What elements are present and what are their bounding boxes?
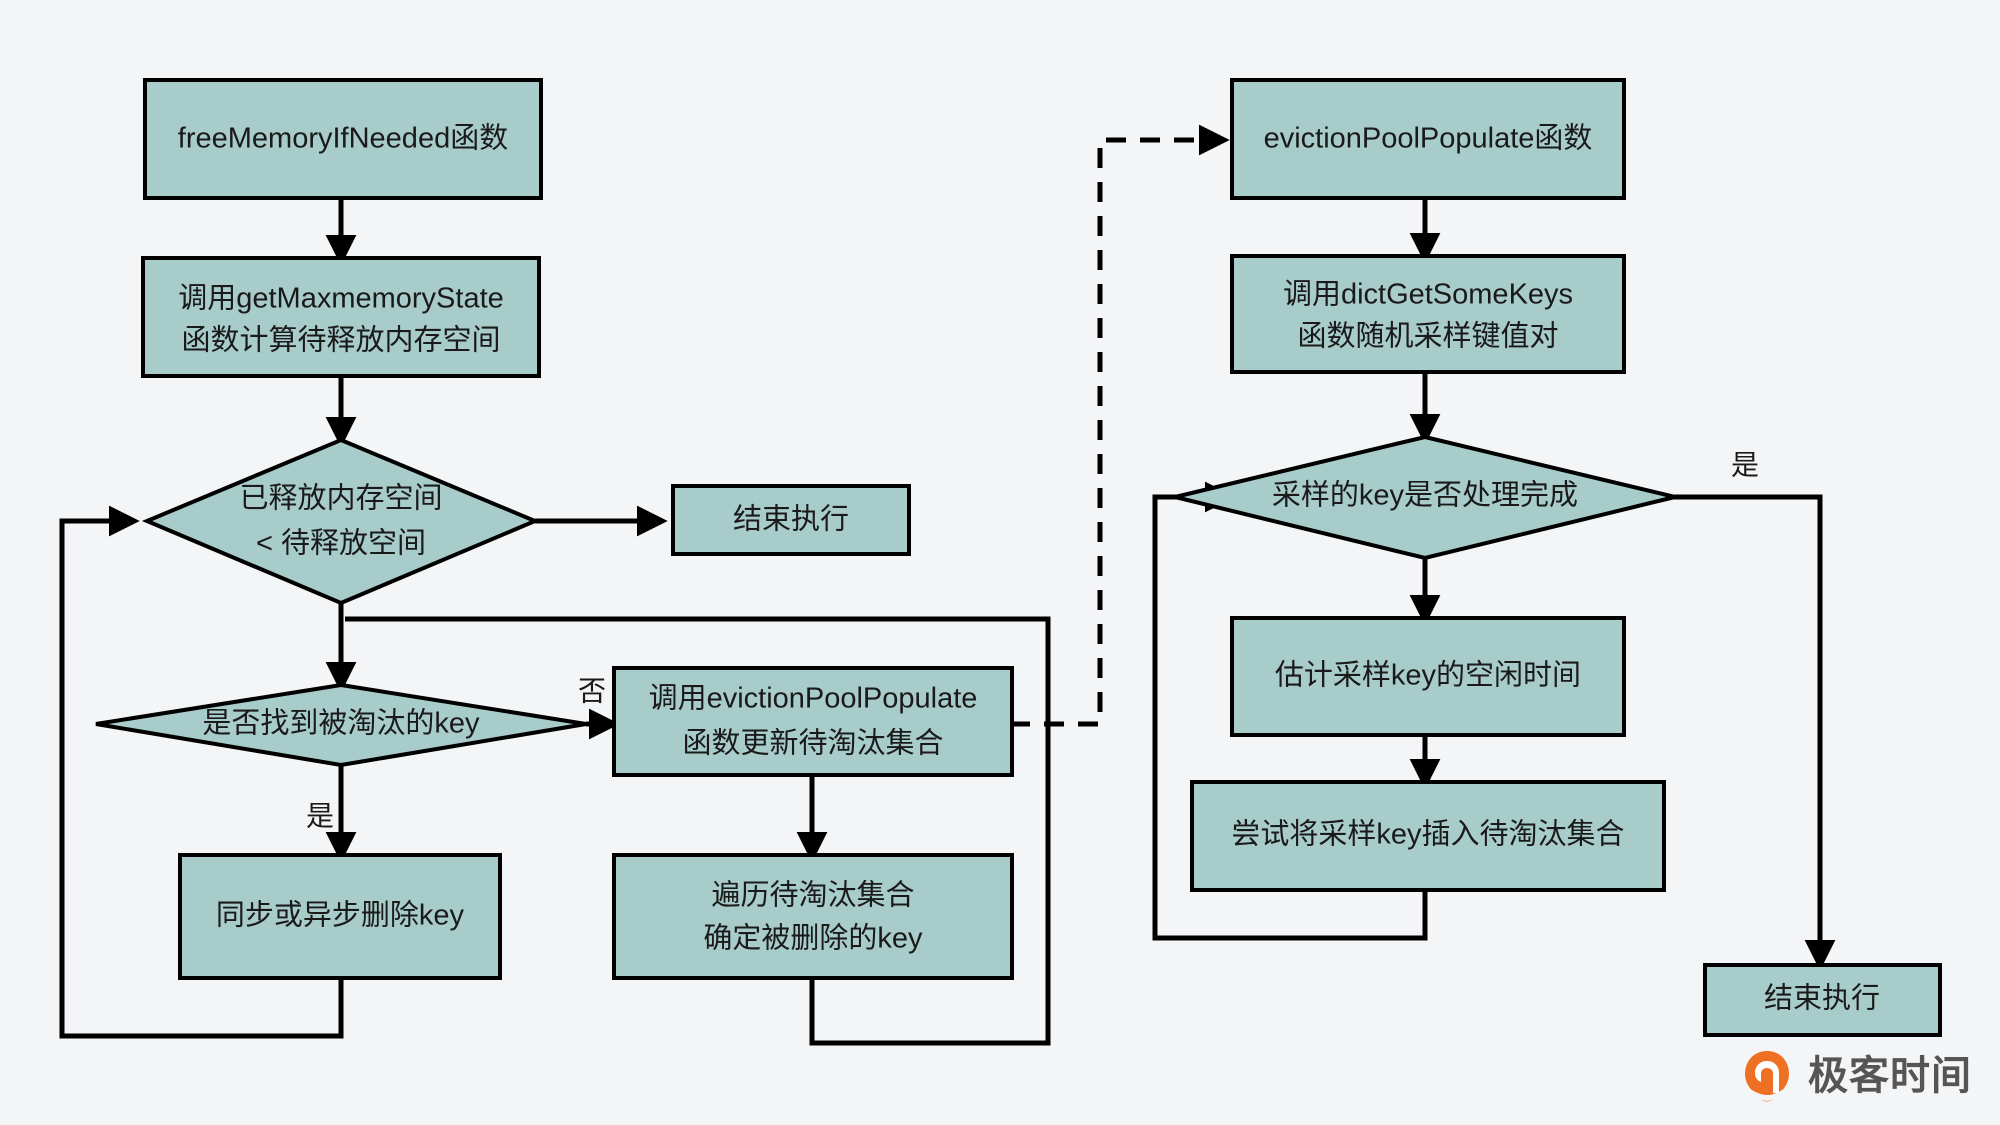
node-call-eviction-pool-populate-line2: 函数更新待淘汰集合 <box>682 727 943 760</box>
edge-label-d2-yes: 是 <box>306 800 334 831</box>
decision-released-line1: 已释放内存空间 <box>239 482 442 515</box>
node-insert-into-evict-pool[interactable]: 尝试将采样key插入待淘汰集合 <box>1190 780 1666 892</box>
node-end-execution-left-label: 结束执行 <box>733 503 849 536</box>
node-eviction-pool-populate-entry-label: evictionPoolPopulate函数 <box>1264 122 1593 155</box>
node-estimate-idle-time[interactable]: 估计采样key的空闲时间 <box>1230 616 1626 737</box>
node-free-memory-if-needed[interactable]: freeMemoryIfNeeded函数 <box>143 78 543 200</box>
node-dict-get-some-keys-line1: 调用dictGetSomeKeys <box>1283 279 1573 311</box>
edge-rd1-to-end <box>1625 494 1836 971</box>
edge-n6-loop-back <box>345 616 1051 1046</box>
decision-sampled-keys-done[interactable]: 采样的key是否处理完成 <box>1174 434 1676 561</box>
node-eviction-pool-populate-entry[interactable]: evictionPoolPopulate函数 <box>1230 78 1626 200</box>
node-traverse-evict-pool[interactable]: 遍历待淘汰集合 确定被删除的key <box>612 853 1014 980</box>
decision-sampled-keys-done-label: 采样的key是否处理完成 <box>1272 479 1578 512</box>
node-traverse-evict-pool-line2: 确定被删除的key <box>703 922 923 955</box>
node-delete-key-sync-async[interactable]: 同步或异步删除key <box>178 853 502 980</box>
edge-n5-loop-to-d1 <box>59 505 344 1039</box>
decision-released-line2: < 待释放空间 <box>256 527 426 560</box>
node-call-eviction-pool-populate[interactable]: 调用evictionPoolPopulate 函数更新待淘汰集合 <box>612 666 1014 777</box>
node-insert-into-evict-pool-label: 尝试将采样key插入待淘汰集合 <box>1231 818 1624 851</box>
node-dict-get-some-keys-line2: 函数随机采样键值对 <box>1297 320 1558 353</box>
node-dict-get-some-keys[interactable]: 调用dictGetSomeKeys 函数随机采样键值对 <box>1230 254 1626 374</box>
decision-found-evict-key-label: 是否找到被淘汰的key <box>202 707 480 740</box>
node-call-eviction-pool-populate-line1: 调用evictionPoolPopulate <box>649 683 978 715</box>
node-traverse-evict-pool-line1: 遍历待淘汰集合 <box>711 879 914 912</box>
node-end-execution-right[interactable]: 结束执行 <box>1703 963 1942 1037</box>
watermark-brand-text: 极客时间 <box>1808 1053 1972 1099</box>
decision-released-less-than-needed[interactable]: 已释放内存空间 < 待释放空间 <box>141 437 541 606</box>
node-end-execution-right-label: 结束执行 <box>1764 982 1880 1015</box>
edge-dashed-n4-to-r1 <box>1010 124 1230 727</box>
decision-found-evict-key[interactable]: 是否找到被淘汰的key <box>95 682 587 768</box>
node-free-memory-if-needed-label: freeMemoryIfNeeded函数 <box>178 122 508 155</box>
node-get-maxmemory-state[interactable]: 调用getMaxmemoryState 函数计算待释放内存空间 <box>141 256 541 378</box>
watermark-logo: 极客时间 <box>1740 1049 1972 1103</box>
edge-label-rd1-yes: 是 <box>1731 449 1759 480</box>
node-delete-key-sync-async-label: 同步或异步删除key <box>216 899 465 932</box>
node-get-maxmemory-state-line2: 函数计算待释放内存空间 <box>181 324 500 357</box>
node-get-maxmemory-state-line1: 调用getMaxmemoryState <box>178 283 504 315</box>
edge-label-d2-no: 否 <box>578 675 606 706</box>
geek-time-logo-icon <box>1740 1049 1794 1103</box>
node-estimate-idle-time-label: 估计采样key的空闲时间 <box>1275 659 1581 692</box>
node-end-execution-left[interactable]: 结束执行 <box>671 484 911 556</box>
